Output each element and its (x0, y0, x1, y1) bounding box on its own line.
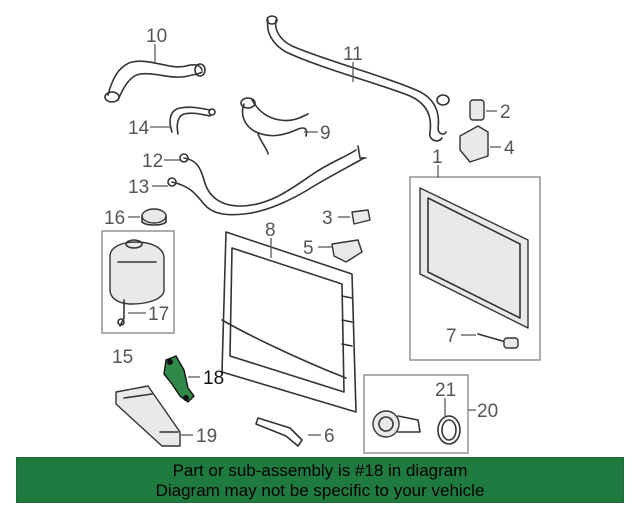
banner-line-1: Part or sub-assembly is #18 in diagram (172, 461, 468, 480)
part-20-thermostat-housing[interactable] (372, 410, 421, 438)
part-10-hose[interactable] (104, 60, 206, 103)
thermostat-group-box (363, 374, 469, 454)
callout-20: 20 (477, 401, 498, 422)
part-5-mount[interactable] (331, 239, 363, 263)
part-2-fitting[interactable] (469, 99, 485, 121)
part-11-hose[interactable] (266, 15, 450, 142)
part-14-hose[interactable] (169, 106, 216, 135)
callout-4: 4 (504, 138, 515, 159)
callout-8: 8 (265, 220, 276, 241)
part-6-bracket[interactable] (255, 417, 303, 447)
part-15-reservoir[interactable] (109, 239, 165, 305)
parts-diagram: 10 11 2 4 14 9 12 (101, 15, 541, 454)
callout-13: 13 (128, 177, 149, 198)
info-banner: Part or sub-assembly is #18 in diagram D… (16, 457, 624, 503)
banner-line-2: Diagram may not be specific to your vehi… (155, 481, 485, 500)
part-13-pipe[interactable] (167, 145, 367, 216)
callout-18: 18 (203, 368, 224, 389)
callout-3: 3 (322, 208, 333, 229)
reservoir-group-box (101, 230, 175, 334)
part-1-radiator[interactable] (419, 187, 529, 329)
part-19-duct[interactable] (115, 385, 181, 447)
part-3-clip[interactable] (351, 209, 371, 225)
radiator-group-box (409, 176, 541, 361)
callout-14: 14 (128, 118, 150, 139)
part-4-bracket[interactable] (459, 125, 489, 163)
part-18-highlighted[interactable] (163, 355, 195, 403)
callout-9: 9 (320, 123, 331, 144)
callout-1: 1 (432, 147, 443, 168)
callout-11: 11 (343, 44, 363, 65)
callout-19: 19 (196, 426, 217, 447)
callout-16: 16 (104, 208, 125, 229)
part-17-sensor[interactable] (117, 299, 125, 327)
callout-17: 17 (148, 304, 169, 325)
callout-7: 7 (446, 326, 457, 347)
callout-21: 21 (435, 380, 456, 401)
part-8-frame[interactable] (221, 231, 357, 413)
part-12-pipe[interactable] (179, 149, 357, 207)
part-21-o-ring[interactable] (437, 415, 461, 445)
part-16-cap[interactable] (141, 208, 167, 226)
part-9-hose[interactable] (240, 97, 309, 155)
callout-15: 15 (112, 347, 133, 368)
callout-10: 10 (146, 26, 167, 47)
callout-12: 12 (142, 151, 163, 172)
callout-6: 6 (324, 426, 335, 447)
callout-2: 2 (500, 102, 511, 123)
part-7-sensor[interactable] (477, 333, 519, 349)
callout-5: 5 (303, 238, 314, 259)
